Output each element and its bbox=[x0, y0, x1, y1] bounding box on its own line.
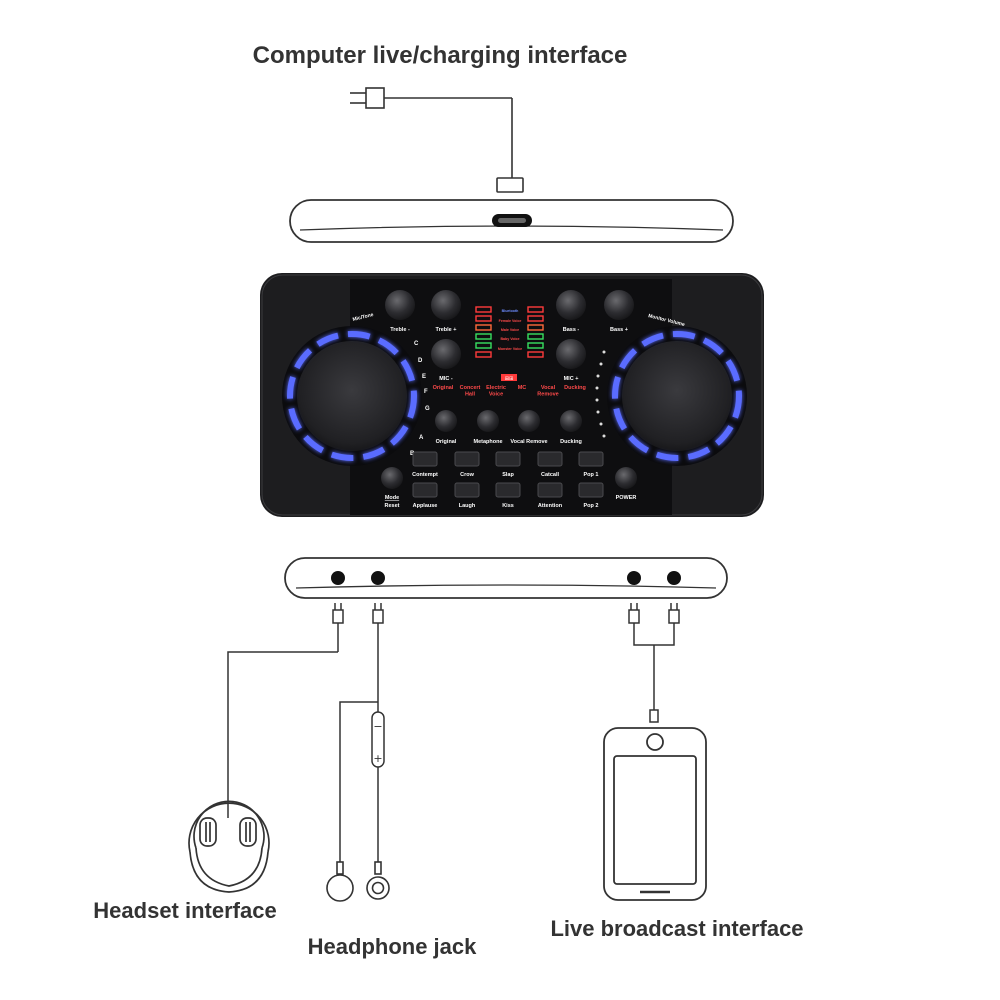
effect-label: MC bbox=[518, 385, 527, 391]
pad-label: Kiss bbox=[502, 503, 514, 509]
device-bottom-view bbox=[284, 557, 728, 599]
pad-button[interactable] bbox=[495, 451, 521, 467]
power-label: POWER bbox=[616, 495, 637, 501]
mode-reset-button[interactable] bbox=[381, 467, 403, 489]
headphone-port bbox=[371, 571, 385, 585]
usb-cable bbox=[350, 87, 524, 193]
pad-button[interactable] bbox=[412, 482, 438, 498]
knob-mic-plus[interactable] bbox=[556, 339, 586, 369]
bass-plus-label: Bass + bbox=[610, 327, 628, 333]
pad-label: Slap bbox=[502, 472, 514, 478]
voice-monster: Monster Voice bbox=[498, 347, 522, 351]
pad-button[interactable] bbox=[495, 482, 521, 498]
pad-button[interactable] bbox=[537, 482, 563, 498]
pad-label: Pop 1 bbox=[584, 472, 599, 478]
mode-label: Mode bbox=[385, 495, 399, 501]
effect-label: Original bbox=[433, 385, 454, 391]
round-label-original: Original bbox=[436, 439, 457, 445]
remote-minus: − bbox=[373, 720, 382, 733]
remote-plus: + bbox=[373, 752, 382, 765]
live-port-2 bbox=[667, 571, 681, 585]
effect-label: Ducking bbox=[564, 385, 586, 391]
effect-label: Voice bbox=[489, 392, 503, 398]
pad-row-2: Applause Laugh Kiss Attention Pop 2 bbox=[412, 482, 604, 509]
round-label-vocal-remove: Vocal Remove bbox=[510, 439, 547, 445]
pad-button[interactable] bbox=[412, 451, 438, 467]
mic-minus-label: MIC - bbox=[439, 376, 453, 382]
treble-plus-label: Treble + bbox=[436, 327, 457, 333]
round-button-original[interactable] bbox=[435, 410, 457, 432]
round-button-metaphone[interactable] bbox=[477, 410, 499, 432]
digital-display-text: ⊞⊞ bbox=[505, 376, 513, 382]
live-port-1 bbox=[627, 571, 641, 585]
voice-female: Female Voice bbox=[499, 319, 522, 323]
right-dot-scale bbox=[595, 350, 606, 438]
effect-label: Hall bbox=[465, 392, 476, 398]
effect-label: Vocal bbox=[541, 385, 556, 391]
pad-label: Catcall bbox=[541, 472, 560, 478]
left-dial bbox=[282, 326, 422, 466]
voice-bluetooth: Bluetooth bbox=[502, 309, 519, 313]
pad-label: Laugh bbox=[459, 503, 476, 509]
pad-button[interactable] bbox=[578, 451, 604, 467]
sound-card-device: Mic/Tone Monitor Volume C D E F G A B Tr… bbox=[260, 273, 764, 517]
pad-label: Attention bbox=[538, 503, 563, 509]
led-meter-right bbox=[527, 306, 544, 358]
knob-treble-plus[interactable] bbox=[431, 290, 461, 320]
smartphone-icon bbox=[603, 727, 707, 901]
round-button-vocal-remove[interactable] bbox=[518, 410, 540, 432]
live-broadcast-label: Live broadcast interface bbox=[550, 916, 803, 941]
pad-label: Crow bbox=[460, 472, 474, 478]
voice-baby: Baby Voice bbox=[500, 337, 519, 341]
voice-list: Bluetooth Female Voice Male Voice Baby V… bbox=[498, 309, 522, 351]
knob-bass-minus[interactable] bbox=[556, 290, 586, 320]
pad-button[interactable] bbox=[454, 451, 480, 467]
headset-interface-label: Headset interface bbox=[93, 898, 276, 923]
reset-label: Reset bbox=[385, 503, 400, 509]
round-label-metaphone: Metaphone bbox=[473, 439, 502, 445]
round-label-ducking: Ducking bbox=[560, 439, 582, 445]
pad-row-1: Contempt Crow Slap Catcall Pop 1 bbox=[412, 451, 604, 478]
knob-treble-minus[interactable] bbox=[385, 290, 415, 320]
pad-button[interactable] bbox=[578, 482, 604, 498]
letter-d: D bbox=[418, 358, 423, 364]
pad-label: Contempt bbox=[412, 472, 438, 478]
letter-a: A bbox=[419, 435, 424, 441]
headphone-jack-label: Headphone jack bbox=[308, 934, 477, 959]
letter-f: F bbox=[424, 389, 428, 395]
earphones-icon bbox=[326, 861, 390, 902]
device-top-view bbox=[289, 199, 734, 243]
headset-port bbox=[331, 571, 345, 585]
power-button[interactable] bbox=[615, 467, 637, 489]
letter-e: E bbox=[422, 374, 426, 380]
bass-minus-label: Bass - bbox=[563, 327, 580, 333]
computer-interface-label: Computer live/charging interface bbox=[253, 42, 628, 69]
voice-male: Male Voice bbox=[501, 328, 519, 332]
bottom-cables bbox=[227, 603, 680, 864]
mic-plus-label: MIC + bbox=[564, 376, 579, 382]
letter-c: C bbox=[414, 341, 419, 347]
letter-g: G bbox=[425, 406, 430, 412]
headset-icon bbox=[188, 800, 270, 893]
right-dial bbox=[607, 326, 747, 466]
digital-display bbox=[501, 374, 517, 381]
led-meter-left bbox=[475, 306, 492, 358]
mic-tone-label: Mic/Tone bbox=[352, 312, 374, 323]
pad-button[interactable] bbox=[537, 451, 563, 467]
knob-bass-plus[interactable] bbox=[604, 290, 634, 320]
pad-button[interactable] bbox=[454, 482, 480, 498]
effect-label: Remove bbox=[537, 392, 558, 398]
round-button-ducking[interactable] bbox=[560, 410, 582, 432]
pad-label: Pop 2 bbox=[584, 503, 599, 509]
pad-label: Applause bbox=[413, 503, 438, 509]
knob-mic-minus[interactable] bbox=[431, 339, 461, 369]
effect-label: Concert bbox=[460, 385, 481, 391]
effect-label: Electric bbox=[486, 385, 506, 391]
treble-minus-label: Treble - bbox=[390, 327, 410, 333]
